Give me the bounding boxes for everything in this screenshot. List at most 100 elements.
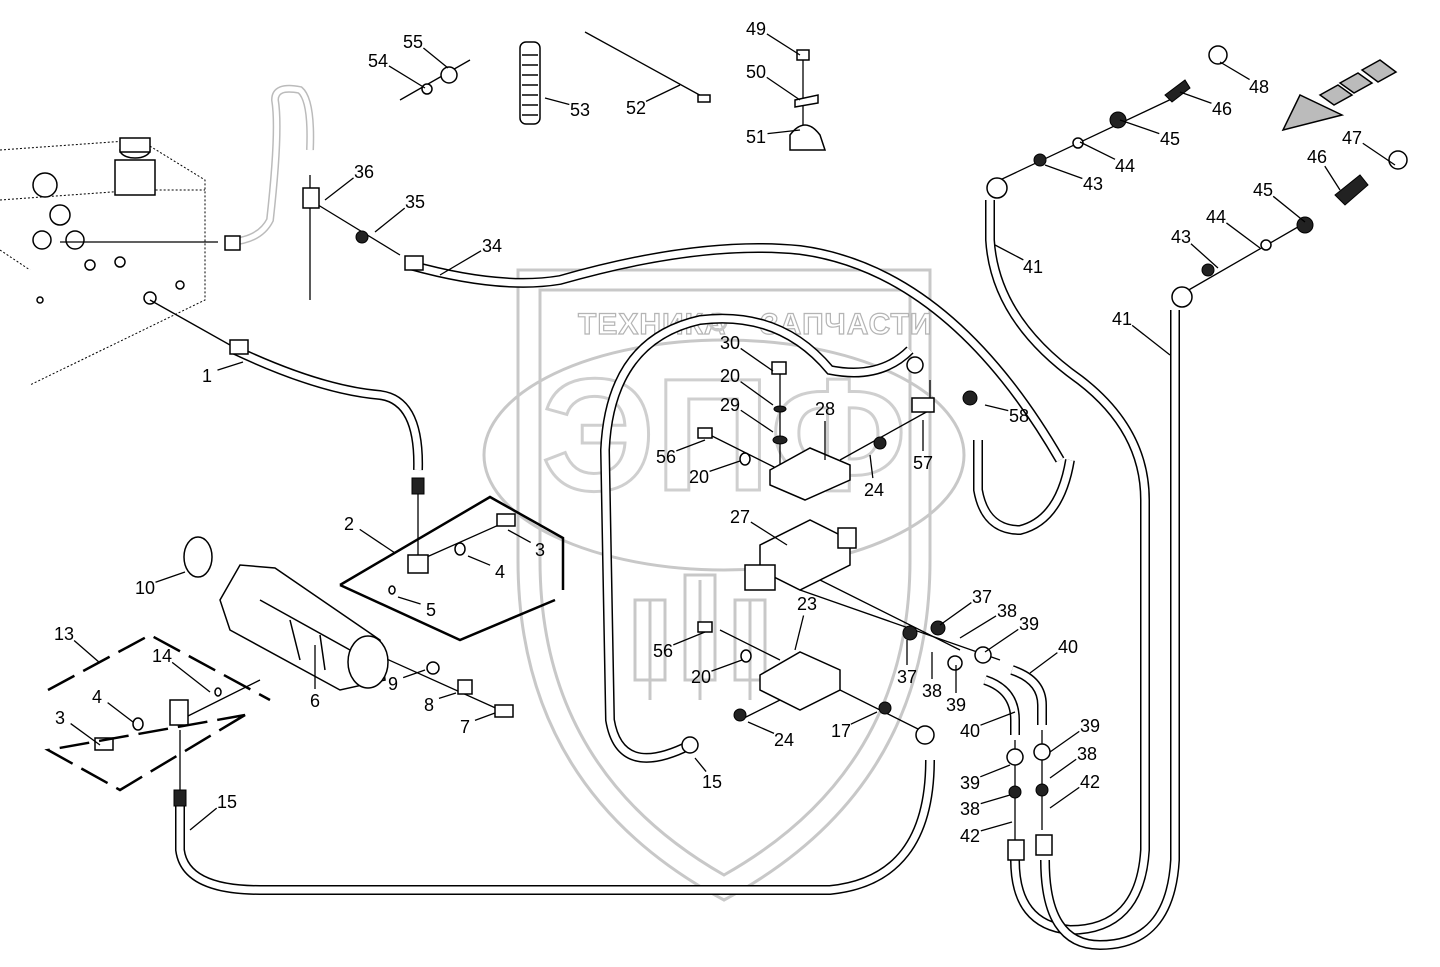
bolt-49: [796, 49, 810, 61]
callout-label-c58: 58: [1009, 406, 1029, 426]
callout-label-c20b: 20: [689, 467, 709, 487]
callout-leader-c40a: [1029, 652, 1058, 674]
callout-label-c37b: 37: [897, 667, 917, 687]
washer-4b: [132, 717, 144, 731]
callout-leader-c20b: [709, 460, 741, 472]
callout-leader-c46a: [1179, 91, 1212, 104]
callout-label-c47: 47: [1342, 128, 1362, 148]
bolt-7: [494, 704, 514, 718]
callout-label-c9: 9: [388, 674, 398, 694]
coupler-46a: [1164, 79, 1191, 103]
hose-end: [1035, 834, 1053, 856]
callout-leader-c50: [766, 76, 801, 101]
direction-arrow-icon: [1281, 59, 1398, 132]
callout-label-c45a: 45: [1160, 129, 1180, 149]
callout-label-c43b: 43: [1171, 227, 1191, 247]
adapter-24b: [733, 708, 747, 722]
callout-leader-c42a: [1049, 786, 1080, 809]
hydraulic-pump: [219, 564, 389, 691]
nut-39b: [947, 655, 963, 671]
callout-leader-c47: [1362, 142, 1396, 166]
callout-leader-c36: [324, 177, 354, 201]
callout-label-c24b: 24: [774, 730, 794, 750]
washer-20c: [740, 649, 752, 663]
callout-leader-c55: [423, 47, 449, 69]
hose-end: [229, 339, 249, 355]
hose-1: [232, 345, 424, 471]
callout-leader-c13: [73, 639, 101, 664]
callout-label-c51: 51: [746, 127, 766, 147]
plate-50: [794, 94, 819, 108]
callout-label-c4b: 4: [92, 687, 102, 707]
callout-leader-c56b: [673, 631, 706, 646]
spiral-sleeve-coils: [522, 54, 538, 116]
callout-leader-c44a: [1079, 141, 1116, 160]
hose-end: [681, 736, 699, 754]
elbow-fitting: [169, 699, 189, 726]
callout-label-c56b: 56: [653, 641, 673, 661]
callout-label-c17: 17: [831, 721, 851, 741]
callout-label-c40b: 40: [960, 721, 980, 741]
callout-leader-c4a: [467, 555, 491, 566]
fitting: [173, 789, 187, 807]
callout-label-c39c: 39: [1080, 716, 1100, 736]
callout-leader-c23: [794, 615, 805, 651]
washer-9: [426, 661, 440, 675]
callout-leader-c24a: [869, 454, 874, 479]
callout-leader-c15b: [694, 757, 707, 772]
banjo-fitting-2: [407, 554, 429, 574]
adapter-24: [873, 436, 887, 450]
elbow-hose-end: [986, 177, 1008, 199]
kit-box-2: [339, 495, 565, 642]
elbow-hose-end: [915, 725, 935, 745]
callout-leader-c58: [984, 404, 1009, 412]
callout-label-c46a: 46: [1212, 99, 1232, 119]
coupler-46b: [1334, 174, 1369, 206]
adapter-42a: [1008, 785, 1022, 799]
callout-label-c27: 27: [730, 507, 750, 527]
callout-label-c54: 54: [368, 51, 388, 71]
callout-label-c49: 49: [746, 19, 766, 39]
callout-label-c43a: 43: [1083, 174, 1103, 194]
washer-44b: [1260, 239, 1272, 251]
washer-20: [773, 405, 787, 413]
adapter-37b: [902, 625, 918, 641]
callout-label-c39b: 39: [946, 695, 966, 715]
callout-leader-c30: [740, 347, 774, 372]
callout-label-c45b: 45: [1253, 180, 1273, 200]
callout-leader-c10: [155, 571, 186, 583]
parts: [94, 41, 1408, 861]
callout-leader-c46b: [1324, 165, 1341, 191]
callout-label-c10: 10: [135, 578, 155, 598]
tee-fitting-57: [911, 397, 935, 413]
callout-label-c35: 35: [405, 192, 425, 212]
callout-label-c4a: 4: [495, 562, 505, 582]
callout-label-c5: 5: [426, 600, 436, 620]
explode-lines: [60, 31, 1311, 840]
callout-leader-c45a: [1119, 119, 1160, 135]
callout-leader-c1: [217, 361, 244, 371]
callout-label-c41a: 41: [1023, 257, 1043, 277]
adapter-35: [355, 230, 369, 244]
callout-leader-c20c: [711, 659, 743, 672]
callout-label-c42a: 42: [1080, 772, 1100, 792]
callout-leader-c56a: [676, 439, 706, 452]
callout-label-c44a: 44: [1115, 156, 1135, 176]
callout-leader-c38c: [1049, 758, 1077, 779]
callout-leader-c53: [544, 97, 570, 106]
watermark-shield-outer: [516, 268, 932, 902]
watermark-wheat-icon: [633, 573, 767, 700]
callout-leader-c38a: [959, 615, 997, 639]
callout-leader-c43b: [1190, 243, 1219, 269]
spacer-8: [457, 679, 473, 695]
callout-label-c13: 13: [54, 624, 74, 644]
callout-label-c48: 48: [1249, 77, 1269, 97]
callout-leader-c4b: [107, 702, 134, 723]
callout-label-c20c: 20: [691, 667, 711, 687]
callout-leader-c5: [397, 596, 421, 605]
callout-label-c3a: 3: [535, 540, 545, 560]
hose-end: [404, 255, 424, 271]
callout-leader-c17: [850, 711, 878, 725]
